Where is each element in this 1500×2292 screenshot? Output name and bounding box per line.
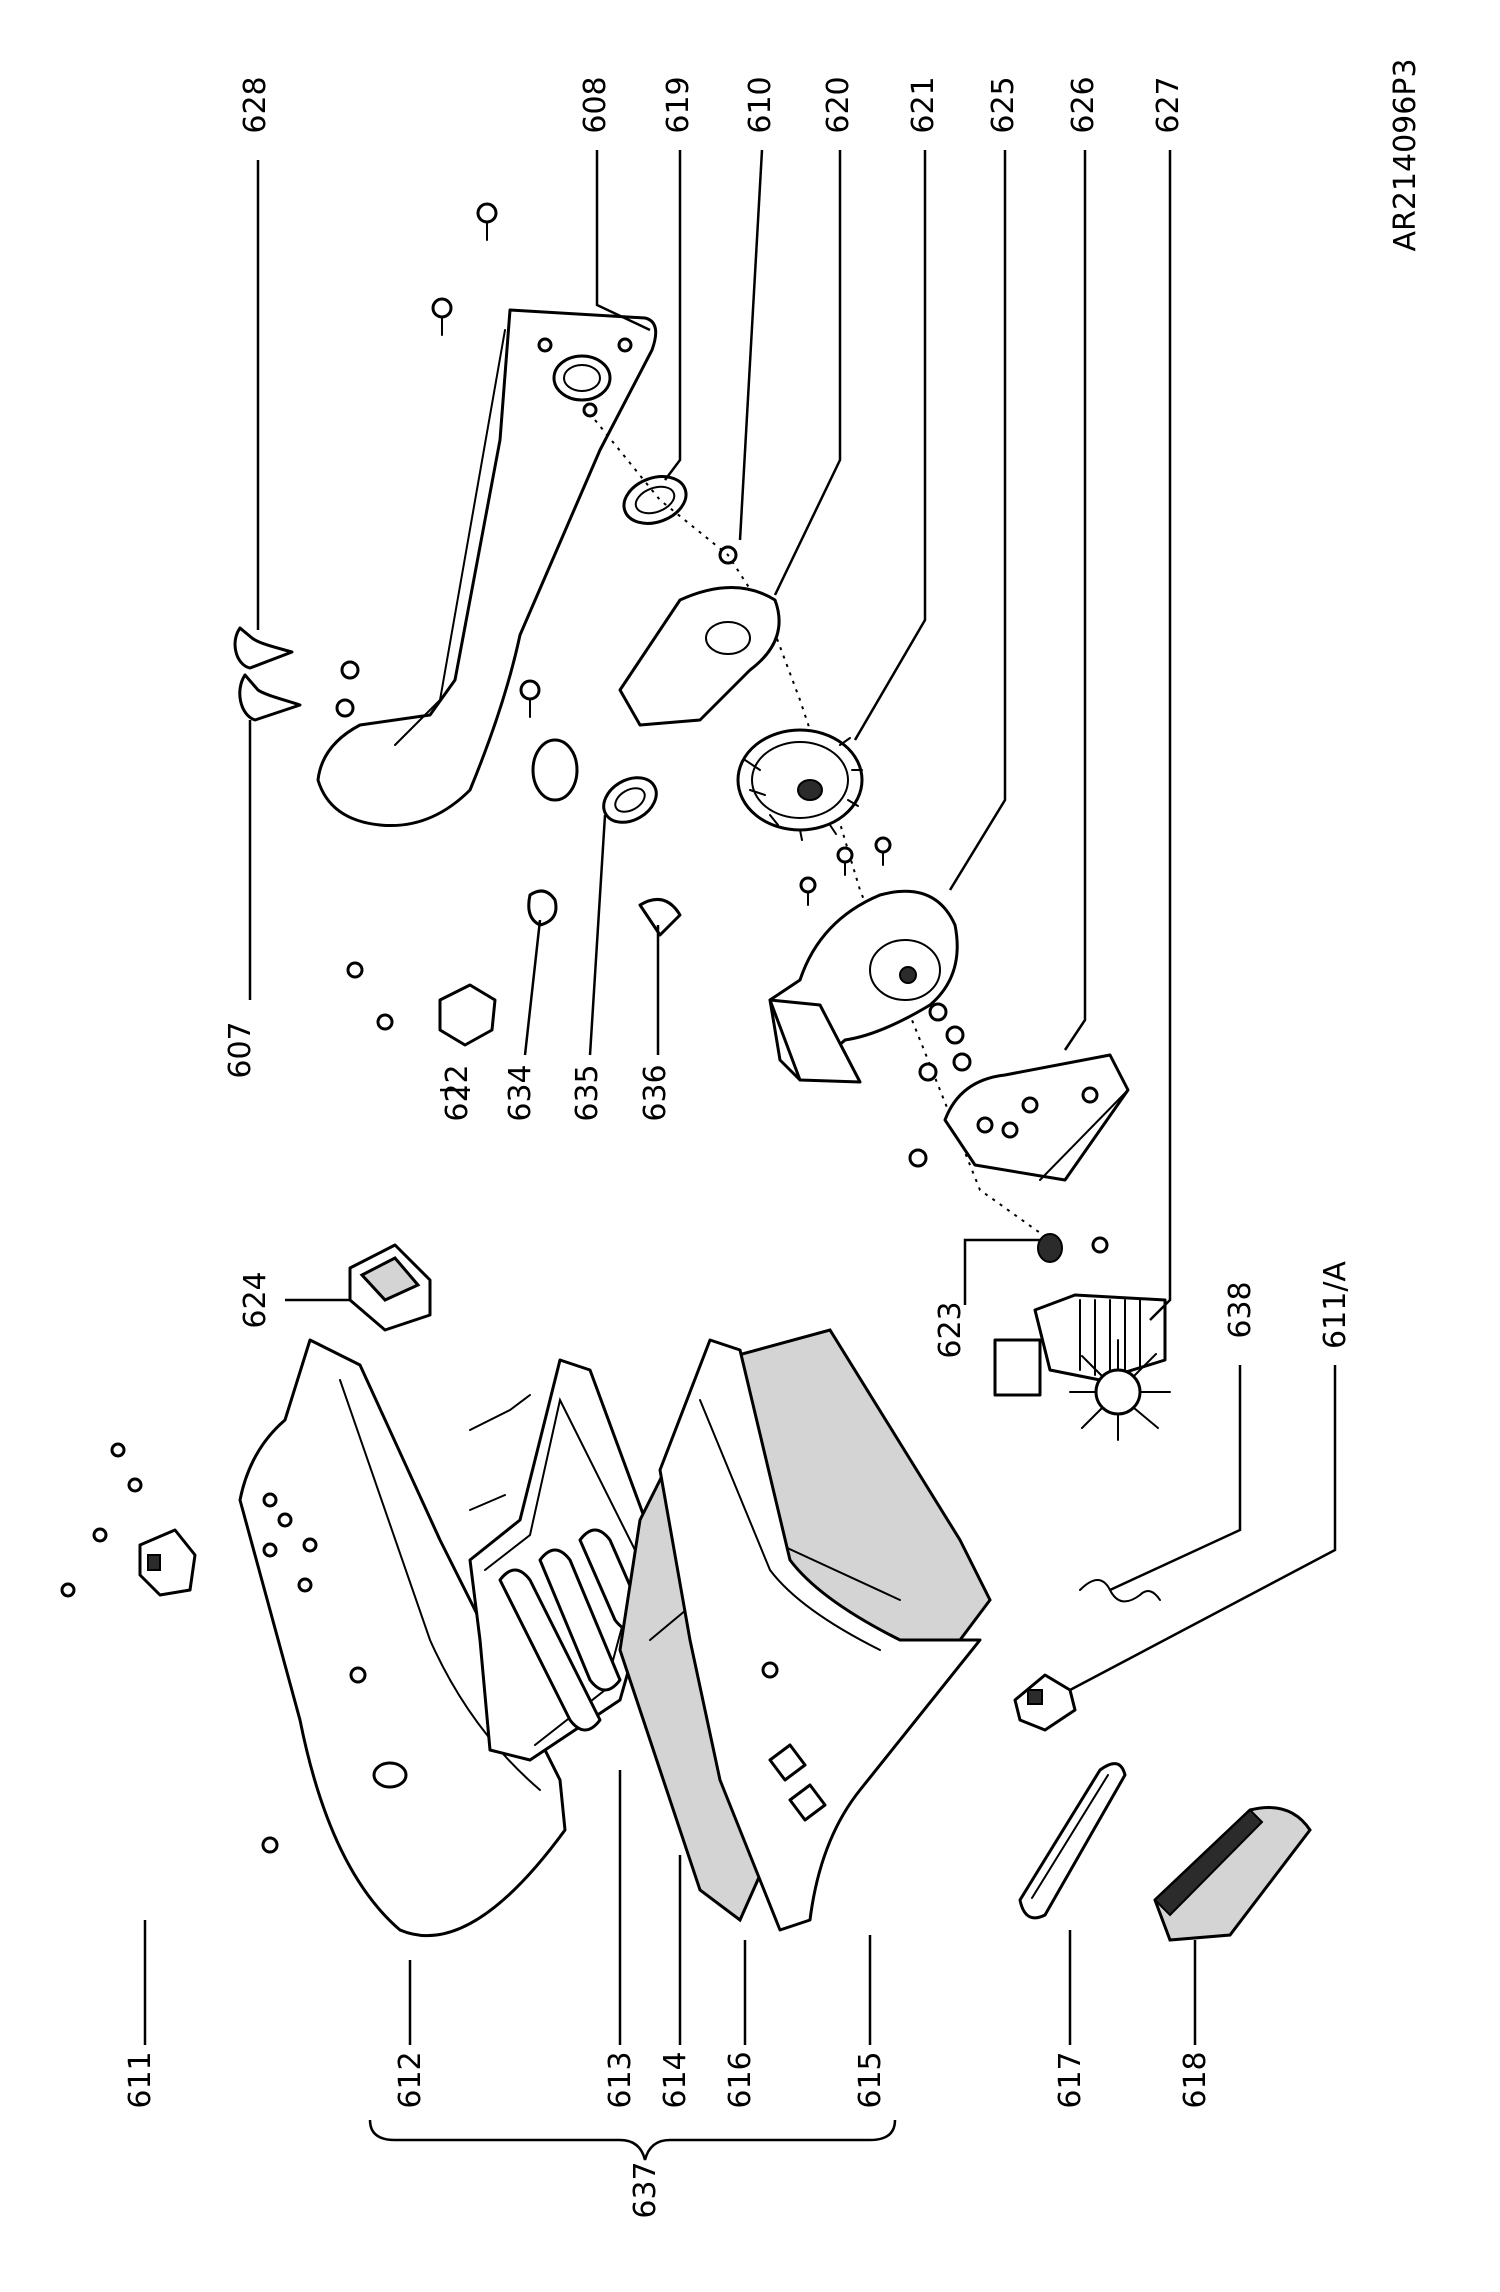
label-614: 614 bbox=[658, 2051, 693, 2108]
label-616: 616 bbox=[723, 2051, 758, 2108]
label-619: 619 bbox=[661, 76, 696, 133]
label-618: 618 bbox=[1178, 2051, 1213, 2108]
part-638-spring bbox=[1079, 1579, 1161, 1603]
label-637: 637 bbox=[628, 2161, 663, 2218]
label-635: 635 bbox=[570, 1064, 605, 1121]
part-611a-sensor bbox=[1013, 1673, 1077, 1732]
part-612-cover bbox=[238, 1338, 567, 1938]
part-634-spring bbox=[527, 889, 558, 927]
label-628: 628 bbox=[238, 76, 273, 133]
drawing-code: AR214096P3 bbox=[1388, 58, 1423, 251]
label-634: 634 bbox=[503, 1064, 538, 1121]
part-615-frame bbox=[658, 1338, 982, 1932]
part-628-clips bbox=[233, 626, 302, 722]
part-620-plate bbox=[618, 586, 781, 727]
part-627-motor bbox=[993, 1293, 1167, 1397]
label-623: 623 bbox=[933, 1301, 968, 1358]
part-611-connector bbox=[60, 1442, 197, 1598]
part-608-bracket bbox=[316, 308, 658, 828]
label-615: 615 bbox=[853, 2051, 888, 2108]
part-626-plate bbox=[943, 1053, 1130, 1182]
label-612: 612 bbox=[393, 2051, 428, 2108]
screws-motor bbox=[799, 836, 892, 906]
part-617-gasket bbox=[1018, 1762, 1127, 1920]
part-625-housing bbox=[768, 889, 959, 1084]
part-619-ring bbox=[622, 475, 688, 525]
label-622: 622 bbox=[440, 1064, 475, 1121]
label-613: 613 bbox=[603, 2051, 638, 2108]
label-610: 610 bbox=[743, 76, 778, 133]
part-623-bushing bbox=[1037, 1233, 1109, 1263]
part-622-switch bbox=[346, 961, 497, 1047]
label-611: 611 bbox=[123, 2051, 158, 2108]
label-627: 627 bbox=[1151, 76, 1186, 133]
label-626: 626 bbox=[1066, 76, 1101, 133]
label-625: 625 bbox=[986, 76, 1021, 133]
label-611a: 611/A bbox=[1318, 1261, 1353, 1349]
label-608: 608 bbox=[578, 76, 613, 133]
spacer-washers bbox=[918, 1002, 972, 1082]
screws-top bbox=[431, 202, 541, 718]
label-624: 624 bbox=[238, 1271, 273, 1328]
part-638-impeller bbox=[1069, 1339, 1171, 1441]
part-636-clip bbox=[638, 897, 682, 937]
screw-626 bbox=[908, 1148, 928, 1168]
label-638: 638 bbox=[1223, 1281, 1258, 1338]
label-617: 617 bbox=[1053, 2051, 1088, 2108]
part-624-block bbox=[348, 1243, 432, 1332]
label-636: 636 bbox=[638, 1064, 673, 1121]
part-618-filter bbox=[1153, 1806, 1312, 1942]
label-607: 607 bbox=[223, 1021, 258, 1078]
label-621: 621 bbox=[906, 76, 941, 133]
leader-lines bbox=[143, 149, 1337, 2161]
label-620: 620 bbox=[821, 76, 856, 133]
part-621-fan-wheel bbox=[736, 728, 864, 841]
part-635-bushing bbox=[602, 776, 658, 824]
